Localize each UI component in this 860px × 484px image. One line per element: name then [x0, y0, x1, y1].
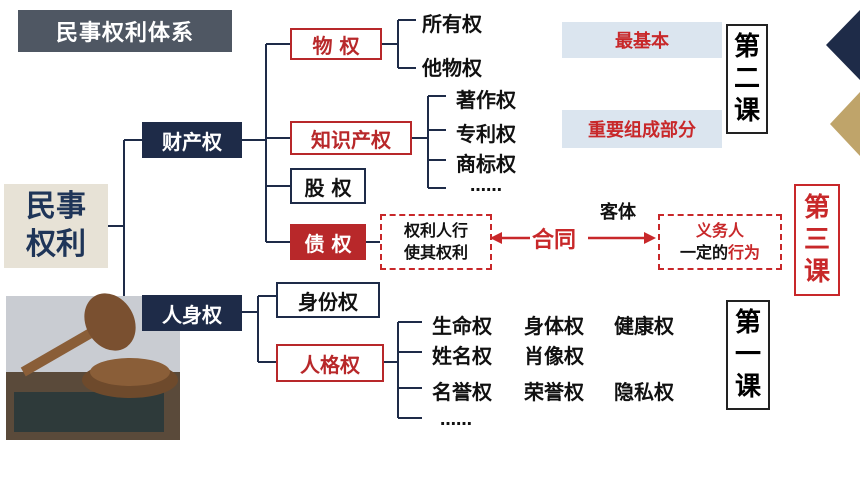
- real-right-node: 物 权: [290, 28, 382, 60]
- obligor-box: 义务人 一定的行为: [658, 214, 782, 270]
- life-right-leaf: 生命权: [432, 314, 492, 338]
- lesson2-char2: 二: [733, 64, 760, 94]
- personality-ellipsis: ……: [440, 410, 472, 429]
- property-right-node: 财产权: [142, 122, 242, 158]
- equity-node: 股 权: [290, 168, 366, 204]
- page-title: 民事权利体系: [18, 10, 232, 52]
- object-label: 客体: [600, 202, 636, 223]
- obligee-line1: 权利人行: [403, 221, 468, 240]
- obligor-line2: 一定的行为: [660, 242, 780, 264]
- personality-node: 人格权: [276, 344, 384, 382]
- personal-right-node: 人身权: [142, 295, 242, 331]
- lesson2-char3: 课: [733, 96, 760, 126]
- important-panel: 重要组成部分: [562, 110, 722, 148]
- identity-node: 身份权: [276, 282, 380, 318]
- lesson1-char3: 课: [734, 372, 761, 402]
- lesson1-card: 第 一 课: [726, 300, 770, 410]
- health-right-leaf: 健康权: [614, 314, 674, 338]
- ownership-leaf: 所有权: [422, 12, 482, 36]
- name-right-leaf: 姓名权: [432, 344, 492, 368]
- ip-right-node: 知识产权: [290, 121, 412, 155]
- gavel-illustration: [6, 293, 180, 440]
- lesson1-char1: 第: [734, 308, 761, 338]
- obligor-line2-emph: 行为: [728, 243, 761, 262]
- root-line1: 民事: [26, 189, 86, 224]
- contract-label: 合同: [532, 228, 577, 253]
- ip-ellipsis: ……: [470, 176, 502, 195]
- lesson3-char2: 三: [803, 225, 830, 255]
- privacy-right-leaf: 隐私权: [614, 380, 674, 404]
- lesson3-char3: 课: [803, 257, 830, 287]
- debt-node: 债 权: [290, 224, 366, 260]
- portrait-right-leaf: 肖像权: [524, 344, 584, 368]
- copyright-leaf: 著作权: [456, 88, 516, 112]
- obligee-box: 权利人行 使其权利: [380, 214, 492, 270]
- patent-leaf: 专利权: [456, 122, 516, 146]
- lesson1-char2: 一: [734, 340, 761, 370]
- other-real-right-leaf: 他物权: [422, 56, 482, 80]
- obligor-line1: 义务人: [695, 221, 744, 240]
- obligee-line2: 使其权利: [403, 243, 468, 262]
- root-line2: 权利: [26, 227, 86, 262]
- basic-panel: 最基本: [562, 22, 722, 58]
- lesson3-char1: 第: [803, 193, 830, 223]
- lesson3-card: 第 三 课: [794, 184, 840, 296]
- honor-right-leaf: 荣誉权: [524, 380, 584, 404]
- root-node: 民事 权利: [4, 184, 108, 268]
- body-right-leaf: 身体权: [524, 314, 584, 338]
- lesson2-char1: 第: [733, 32, 760, 62]
- lesson2-card: 第 二 课: [726, 24, 768, 134]
- obligor-line2-text: 一定的: [679, 243, 728, 262]
- reputation-right-leaf: 名誉权: [432, 380, 492, 404]
- trademark-leaf: 商标权: [456, 152, 516, 176]
